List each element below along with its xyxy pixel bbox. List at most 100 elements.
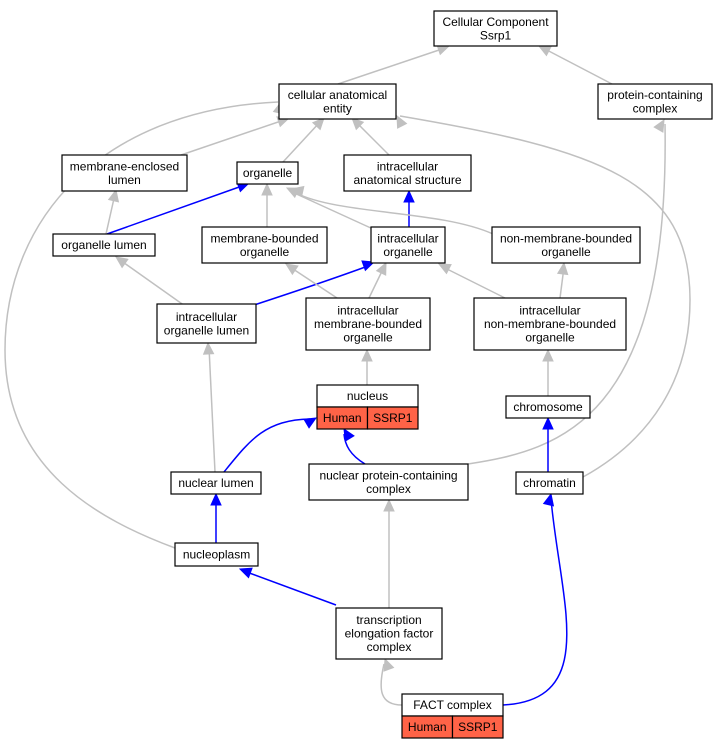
nucleus-annotation-cell: [366, 406, 419, 430]
nuclear-protein-containing-complex-box: [308, 463, 469, 501]
nucleus-annotation-label: SSRP1: [373, 411, 413, 425]
chromatin-node[interactable]: chromatin: [515, 471, 584, 495]
chromatin-label-line: chromatin: [523, 476, 576, 490]
nuclear-lumen-box: [170, 471, 262, 495]
membrane-enclosed-lumen-label-line: membrane-enclosed: [70, 159, 179, 173]
intracellular-organelle-label-line: organelle: [383, 245, 433, 259]
fact-complex-annotation-cell: [451, 715, 504, 739]
transcription-elongation-factor-complex-label-line: transcription: [356, 613, 421, 627]
intracellular-organelle-to-intracellular-anatomical-structure-arrowhead: [403, 189, 415, 203]
nuclear-protein-containing-complex-to-nucleus-arrowhead: [343, 427, 355, 442]
intracellular-membrane-bounded-organelle-to-membrane-bounded-organelle-arrowhead: [284, 263, 299, 276]
membrane-enclosed-lumen-to-cellular-anatomical-entity-edge: [180, 119, 285, 156]
nucleoplasm-box: [174, 542, 259, 567]
intracellular-membrane-bounded-organelle-to-membrane-bounded-organelle-edge: [289, 266, 338, 299]
nucleoplasm-to-nuclear-lumen-arrowhead: [210, 492, 222, 506]
chromatin-to-chromosome-arrowhead: [542, 416, 554, 430]
intracellular-membrane-bounded-organelle-box: [305, 297, 431, 351]
cellular-anatomical-entity-label-line: cellular anatomical: [288, 88, 387, 102]
intracellular-non-membrane-bounded-organelle-label-line: non-membrane-bounded: [484, 317, 616, 331]
protein-containing-complex-box: [597, 83, 713, 120]
membrane-enclosed-lumen-label-line: lumen: [108, 173, 141, 187]
transcription-elongation-factor-complex-label-line: complex: [367, 640, 412, 654]
fact-complex-annotation-label: Human: [408, 720, 447, 734]
organelle-to-cellular-anatomical-entity-edge: [282, 121, 321, 163]
nuclear-lumen-node[interactable]: nuclear lumen: [170, 471, 262, 495]
organelle-node[interactable]: organelle: [236, 161, 299, 185]
intracellular-organelle-lumen-to-organelle-lumen-arrowhead: [115, 256, 129, 269]
non-membrane-bounded-organelle-to-organelle-edge: [295, 192, 494, 235]
transcription-elongation-factor-complex-to-nucleoplasm-edge: [243, 570, 337, 606]
organelle-lumen-node[interactable]: organelle lumen: [52, 233, 156, 257]
chromatin-to-cellular-anatomical-entity-arrowhead: [396, 114, 408, 129]
organelle-lumen-to-organelle-edge: [106, 185, 243, 235]
intracellular-membrane-bounded-organelle-label-line: membrane-bounded: [314, 317, 422, 331]
intracellular-anatomical-structure-label-line: anatomical structure: [353, 173, 461, 187]
cellular-anatomical-entity-label-line: entity: [323, 101, 352, 115]
fact-complex-annotation-label: SSRP1: [458, 720, 498, 734]
nuclear-lumen-to-nucleus-edge: [223, 418, 311, 473]
fact-complex-label-line: FACT complex: [413, 698, 491, 712]
fact-complex-to-transcription-elongation-factor-complex-arrowhead: [383, 657, 395, 672]
edges-layer: [4, 44, 691, 706]
nuclear-protein-containing-complex-to-protein-containing-complex-edge: [467, 123, 666, 465]
intracellular-anatomical-structure-to-cellular-anatomical-entity-arrowhead: [351, 117, 365, 131]
non-membrane-bounded-organelle-label-line: organelle: [541, 245, 591, 259]
intracellular-anatomical-structure-to-cellular-anatomical-entity-edge: [355, 121, 390, 156]
organelle-lumen-label-line: organelle lumen: [61, 238, 146, 252]
cellular-anatomical-entity-to-cellular-component-edge: [337, 47, 446, 85]
intracellular-anatomical-structure-label-line: intracellular: [377, 159, 438, 173]
cellular-component-box: [433, 10, 558, 47]
intracellular-non-membrane-bounded-organelle-node[interactable]: intracellularnon-membrane-boundedorganel…: [473, 297, 627, 351]
transcription-elongation-factor-complex-label-line: elongation factor: [345, 627, 434, 641]
protein-containing-complex-to-cellular-component-edge: [542, 47, 613, 85]
nucleus-to-intracellular-membrane-bounded-organelle-arrowhead: [361, 348, 373, 362]
intracellular-non-membrane-bounded-organelle-to-intracellular-organelle-arrowhead: [437, 263, 452, 275]
nuclear-protein-containing-complex-label-line: nuclear protein-containing: [319, 468, 457, 482]
nuclear-protein-containing-complex-label-line: complex: [366, 482, 411, 496]
cellular-anatomical-entity-box: [278, 83, 397, 120]
chromosome-box: [505, 395, 591, 419]
nucleus-annotation-label: Human: [323, 411, 362, 425]
nuclear-protein-containing-complex-to-protein-containing-complex-arrowhead: [653, 118, 665, 133]
intracellular-organelle-lumen-box: [156, 303, 257, 344]
nucleoplasm-to-cellular-anatomical-entity-edge: [4, 101, 279, 549]
intracellular-non-membrane-bounded-organelle-label-line: organelle: [525, 331, 575, 345]
protein-containing-complex-label-line: complex: [633, 101, 678, 115]
non-membrane-bounded-organelle-label-line: non-membrane-bounded: [500, 231, 632, 245]
organelle-to-cellular-anatomical-entity-arrowhead: [311, 117, 325, 131]
intracellular-non-membrane-bounded-organelle-to-intracellular-organelle-edge: [442, 266, 506, 299]
intracellular-non-membrane-bounded-organelle-label-line: intracellular: [519, 304, 580, 318]
chromatin-box: [515, 471, 584, 495]
nucleoplasm-node[interactable]: nucleoplasm: [174, 542, 259, 567]
fact-complex-to-chromatin-arrowhead: [542, 492, 555, 507]
transcription-elongation-factor-complex-to-nucleoplasm-arrowhead: [238, 567, 253, 579]
chromosome-to-intracellular-non-membrane-bounded-organelle-arrowhead: [542, 348, 554, 362]
nucleus-label-line: nucleus: [347, 389, 388, 403]
intracellular-membrane-bounded-organelle-label-line: organelle: [343, 331, 393, 345]
intracellular-membrane-bounded-organelle-label-line: intracellular: [337, 304, 398, 318]
fact-complex-to-chromatin-edge: [502, 498, 568, 706]
cellular-component-label-line: Ssrp1: [480, 28, 512, 42]
organelle-lumen-to-membrane-enclosed-lumen-arrowhead: [107, 188, 120, 203]
organelle-lumen-box: [52, 233, 156, 257]
protein-containing-complex-to-cellular-component-arrowhead: [537, 45, 552, 57]
chromosome-node[interactable]: chromosome: [505, 395, 591, 419]
transcription-elongation-factor-complex-box: [335, 607, 443, 660]
membrane-bounded-organelle-box: [201, 226, 328, 264]
